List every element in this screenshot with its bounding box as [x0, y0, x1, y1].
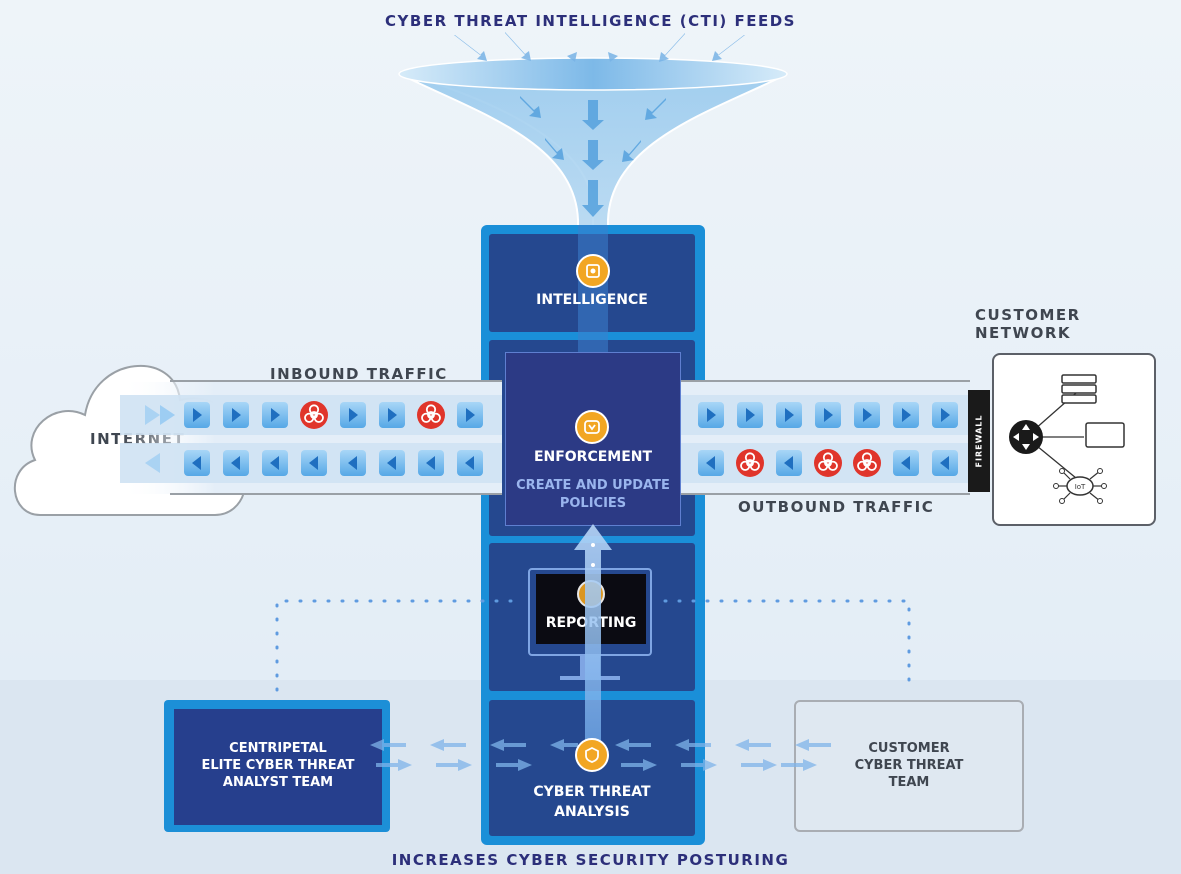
team-right-line1: CUSTOMER	[868, 741, 950, 756]
monitor-icon	[1085, 422, 1125, 448]
footer-caption: INCREASES CYBER SECURITY POSTURING	[391, 851, 790, 869]
diagram-title: CYBER THREAT INTELLIGENCE (CTI) FEEDS	[385, 12, 796, 30]
analysis-label: CYBER THREAT ANALYSIS	[489, 782, 695, 822]
analysis-icon	[575, 738, 609, 772]
team-left-line2: ELITE CYBER THREAT	[201, 758, 355, 773]
server-icon	[1061, 374, 1097, 404]
intelligence-icon	[576, 254, 610, 288]
intelligence-label: INTELLIGENCE	[536, 292, 648, 308]
customer-team-box	[794, 700, 1024, 832]
iot-icon: IoT	[1053, 468, 1107, 504]
team-left-line1: CENTRIPETAL	[229, 741, 327, 756]
centripetal-team-label: CENTRIPETAL ELITE CYBER THREAT ANALYST T…	[174, 740, 382, 791]
feed-channel	[578, 225, 608, 353]
analysis-line1: CYBER THREAT	[533, 784, 651, 800]
inbound-traffic-label: INBOUND TRAFFIC	[270, 365, 448, 383]
customer-team-label: CUSTOMER CYBER THREAT TEAM	[794, 740, 1024, 791]
policies-line1: CREATE AND UPDATE	[516, 478, 670, 493]
policies-line2: POLICIES	[559, 496, 627, 511]
enforcement-label: ENFORCEMENT	[533, 449, 653, 465]
network-devices: IoT	[1009, 374, 1125, 504]
upward-flow-arrow	[574, 524, 612, 750]
analysis-line2: ANALYSIS	[554, 804, 630, 820]
outbound-traffic-label: OUTBOUND TRAFFIC	[738, 498, 935, 516]
team-right-line3: TEAM	[888, 775, 930, 790]
centripetal-team-inner	[174, 709, 382, 825]
firewall: FIREWALL	[968, 390, 990, 492]
firewall-label: FIREWALL	[974, 414, 984, 468]
iot-label: IoT	[1075, 483, 1086, 491]
customer-network-label: CUSTOMER NETWORK	[975, 306, 1081, 342]
team-left-line3: ANALYST TEAM	[222, 775, 334, 790]
router-icon	[1009, 420, 1043, 454]
enforcement-icon	[575, 410, 609, 444]
team-right-line2: CYBER THREAT	[854, 758, 964, 773]
